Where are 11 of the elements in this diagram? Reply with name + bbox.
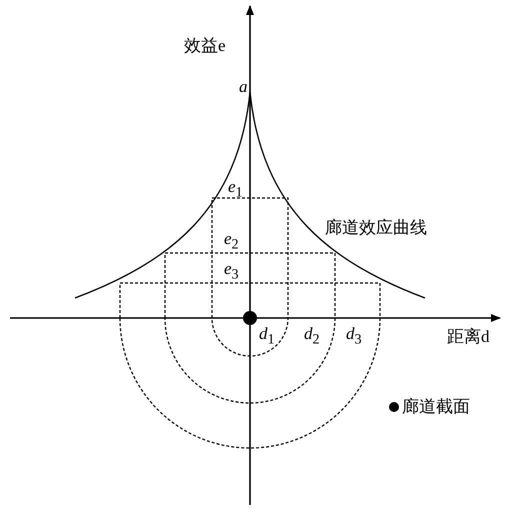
point-label: e$_{3}$ bbox=[224, 260, 239, 282]
curve-label: 廊道效应曲线 bbox=[325, 219, 427, 236]
point-label: e$_{2}$ bbox=[224, 230, 239, 252]
point-label: d$_{3}$ bbox=[346, 325, 362, 347]
point-label: a bbox=[239, 78, 248, 95]
point-label: d$_{1}$ bbox=[259, 325, 275, 347]
point-label: d$_{2}$ bbox=[304, 325, 320, 347]
axis-label: 距离d bbox=[447, 328, 490, 345]
legend-label: 廊道截面 bbox=[402, 398, 470, 415]
axis-label: 效益e bbox=[184, 37, 226, 54]
point-label: e$_{1}$ bbox=[228, 178, 243, 200]
